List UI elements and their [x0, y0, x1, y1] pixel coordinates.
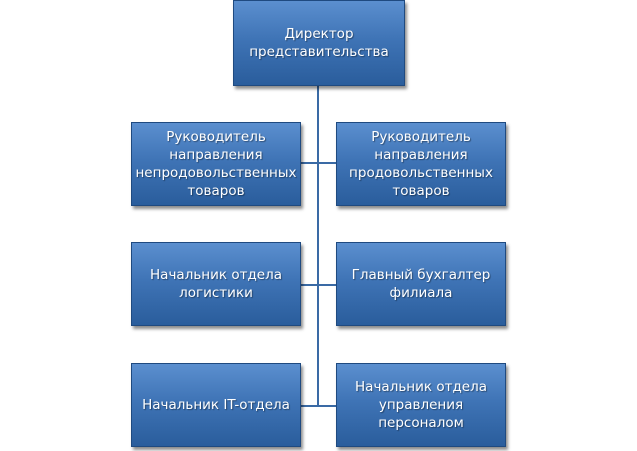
- connector-row1: [300, 162, 336, 164]
- connector-trunk: [317, 85, 319, 407]
- node-it-head: Начальник IT-отдела: [131, 363, 301, 447]
- node-hr-head: Начальник отдела управления персоналом: [336, 363, 506, 447]
- node-chief-accountant: Главный бухгалтер филиала: [336, 242, 506, 326]
- node-director: Директор представительства: [233, 0, 405, 86]
- node-logistics-head: Начальник отдела логистики: [131, 242, 301, 326]
- connector-row2: [300, 284, 336, 286]
- node-nonfood-head: Руководитель направления непродовольстве…: [131, 122, 301, 206]
- connector-row3: [300, 405, 336, 407]
- node-food-head: Руководитель направления продовольственн…: [336, 122, 506, 206]
